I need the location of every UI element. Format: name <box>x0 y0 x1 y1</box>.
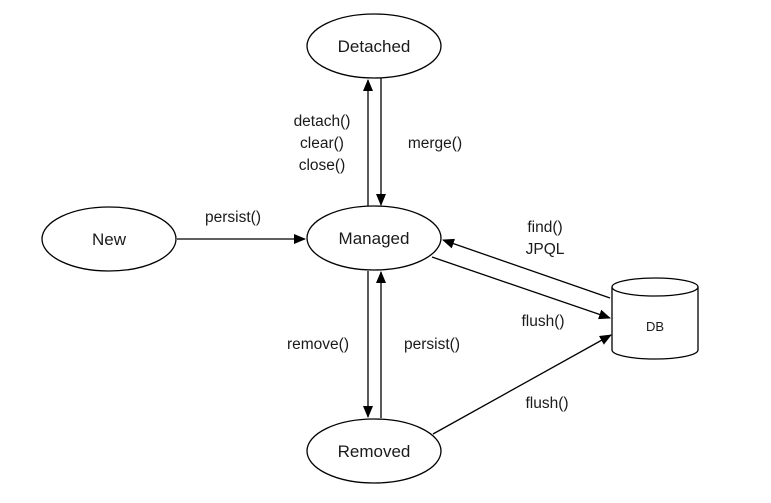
label-clear: clear() <box>300 135 344 152</box>
edge-removed-to-db <box>432 334 612 435</box>
node-db-label: DB <box>646 319 664 334</box>
label-persist-removed: persist() <box>404 336 460 353</box>
label-close: close() <box>299 157 346 174</box>
node-managed: Managed <box>306 205 442 271</box>
node-detached: Detached <box>306 13 442 79</box>
label-merge: merge() <box>408 135 462 152</box>
node-new-label: New <box>92 230 127 249</box>
label-flush-managed: flush() <box>521 313 564 330</box>
edge-db-to-managed <box>442 238 611 299</box>
label-remove: remove() <box>287 336 349 353</box>
node-managed-label: Managed <box>339 229 410 248</box>
label-flush-removed: flush() <box>525 395 568 412</box>
node-removed: Removed <box>306 418 442 484</box>
node-new: New <box>41 206 177 272</box>
label-jpql: JPQL <box>526 241 565 258</box>
label-detach: detach() <box>294 113 351 130</box>
node-db-cylinder: DB <box>611 277 699 360</box>
label-find: find() <box>527 219 562 236</box>
node-detached-label: Detached <box>338 37 411 56</box>
edge-managed-to-db <box>431 256 611 320</box>
node-removed-label: Removed <box>338 442 411 461</box>
label-persist-new: persist() <box>205 209 261 226</box>
